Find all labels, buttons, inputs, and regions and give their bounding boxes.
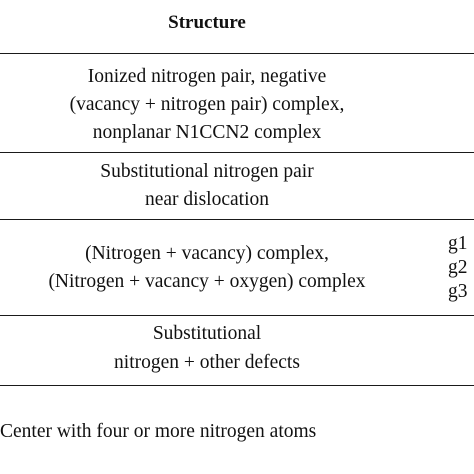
row-3-line-1: (Nitrogen + vacancy) complex,: [85, 243, 329, 264]
row-3-side-label-3: g3: [448, 281, 468, 302]
row-1-line-2: (vacancy + nitrogen pair) complex,: [69, 94, 345, 115]
table-footer-row: Center with four or more nitrogen atoms: [0, 421, 317, 442]
row-4-line-1: Substitutional: [152, 323, 262, 344]
table-rule-top: [0, 53, 474, 54]
row-3-side-label-1: g1: [448, 233, 468, 254]
row-1-line-3: nonplanar N1CCN2 complex: [92, 122, 322, 143]
row-4-line-2: nitrogen + other defects: [114, 352, 300, 373]
column-header-structure: Structure: [168, 12, 246, 33]
row-2-line-1: Substitutional nitrogen pair: [100, 161, 314, 182]
row-2-line-2: near dislocation: [145, 189, 269, 210]
table-rule: [0, 152, 474, 153]
table-rule: [0, 219, 474, 220]
table-rule: [0, 385, 474, 386]
row-3-line-2: (Nitrogen + vacancy + oxygen) complex: [48, 271, 366, 292]
row-1-line-1: Ionized nitrogen pair, negative: [87, 66, 327, 87]
row-3-side-label-2: g2: [448, 257, 468, 278]
table-rule: [0, 315, 474, 316]
